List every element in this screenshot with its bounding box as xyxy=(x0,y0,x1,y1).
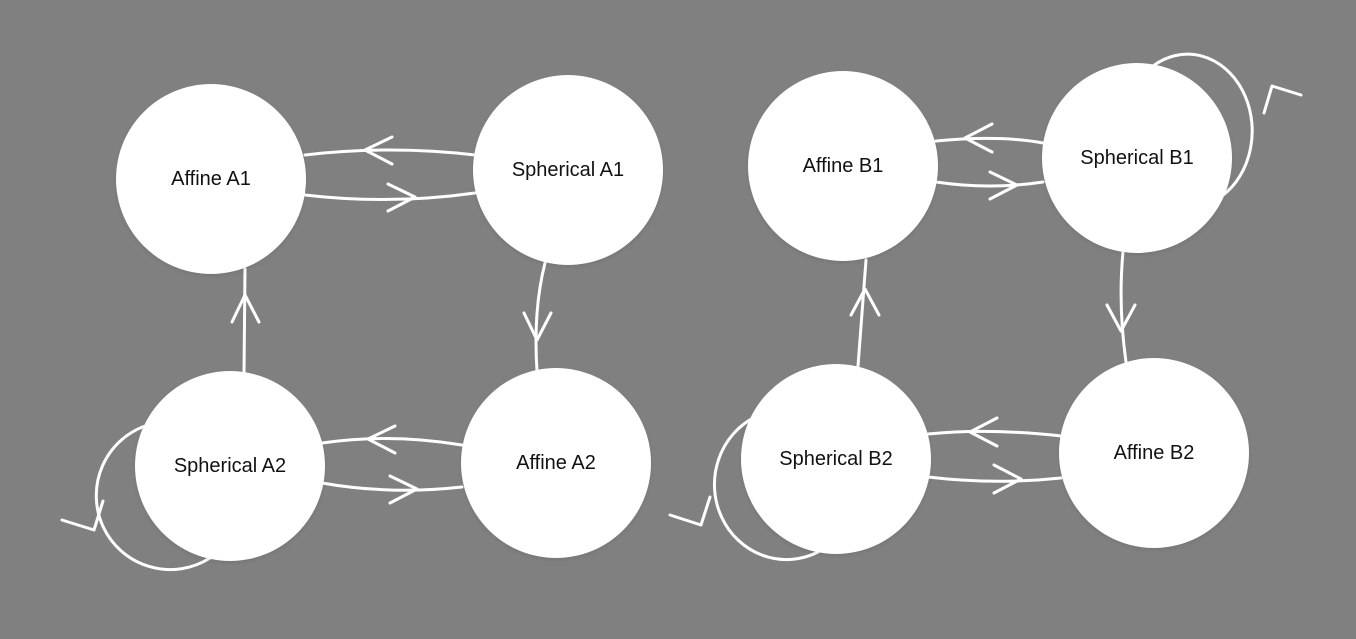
edge-spherical-b1-to-affine-b2[interactable] xyxy=(1105,250,1137,364)
node-label: Affine A1 xyxy=(171,167,251,190)
edge-spherical-b2-to-affine-b1[interactable] xyxy=(849,258,881,368)
edge-spherical-a2-to-affine-a1[interactable] xyxy=(230,267,261,375)
node-label: Spherical B2 xyxy=(779,447,893,470)
node-affine-b1[interactable]: Affine B1 xyxy=(748,71,938,261)
node-label: Affine A2 xyxy=(516,451,596,474)
edge-affine-a2-to-spherical-a2[interactable] xyxy=(320,424,464,455)
edge-spherical-b2-self-loop[interactable] xyxy=(668,415,820,562)
edge-affine-b1-to-spherical-b1[interactable] xyxy=(934,170,1045,201)
edge-spherical-b1-to-affine-b1[interactable] xyxy=(934,122,1045,154)
edge-spherical-b2-to-affine-b2[interactable] xyxy=(926,463,1063,495)
node-label: Affine B1 xyxy=(802,154,884,177)
edge-spherical-a2-to-affine-a2[interactable] xyxy=(320,474,464,505)
node-affine-b2[interactable]: Affine B2 xyxy=(1059,358,1249,548)
node-label: Spherical A2 xyxy=(173,454,287,477)
node-label: Affine B2 xyxy=(1113,441,1195,464)
edge-spherical-a2-self-loop[interactable] xyxy=(60,423,212,572)
node-label: Spherical B1 xyxy=(1080,146,1194,169)
node-affine-a1[interactable]: Affine A1 xyxy=(116,84,306,274)
node-affine-a2[interactable]: Affine A2 xyxy=(461,368,651,558)
edge-affine-b2-to-spherical-b2[interactable] xyxy=(926,416,1063,448)
node-label: Spherical A1 xyxy=(511,158,625,181)
node-spherical-b1[interactable]: Spherical B1 xyxy=(1042,63,1232,253)
edge-spherical-a1-to-affine-a1[interactable] xyxy=(303,135,477,166)
edge-affine-a1-to-spherical-a1[interactable] xyxy=(303,182,477,213)
node-spherical-a2[interactable]: Spherical A2 xyxy=(135,371,325,561)
edge-spherical-a1-to-affine-a2[interactable] xyxy=(522,261,553,373)
edge-spherical-b1-self-loop[interactable] xyxy=(1151,52,1303,198)
node-spherical-b2[interactable]: Spherical B2 xyxy=(741,364,931,554)
node-spherical-a1[interactable]: Spherical A1 xyxy=(473,75,663,265)
